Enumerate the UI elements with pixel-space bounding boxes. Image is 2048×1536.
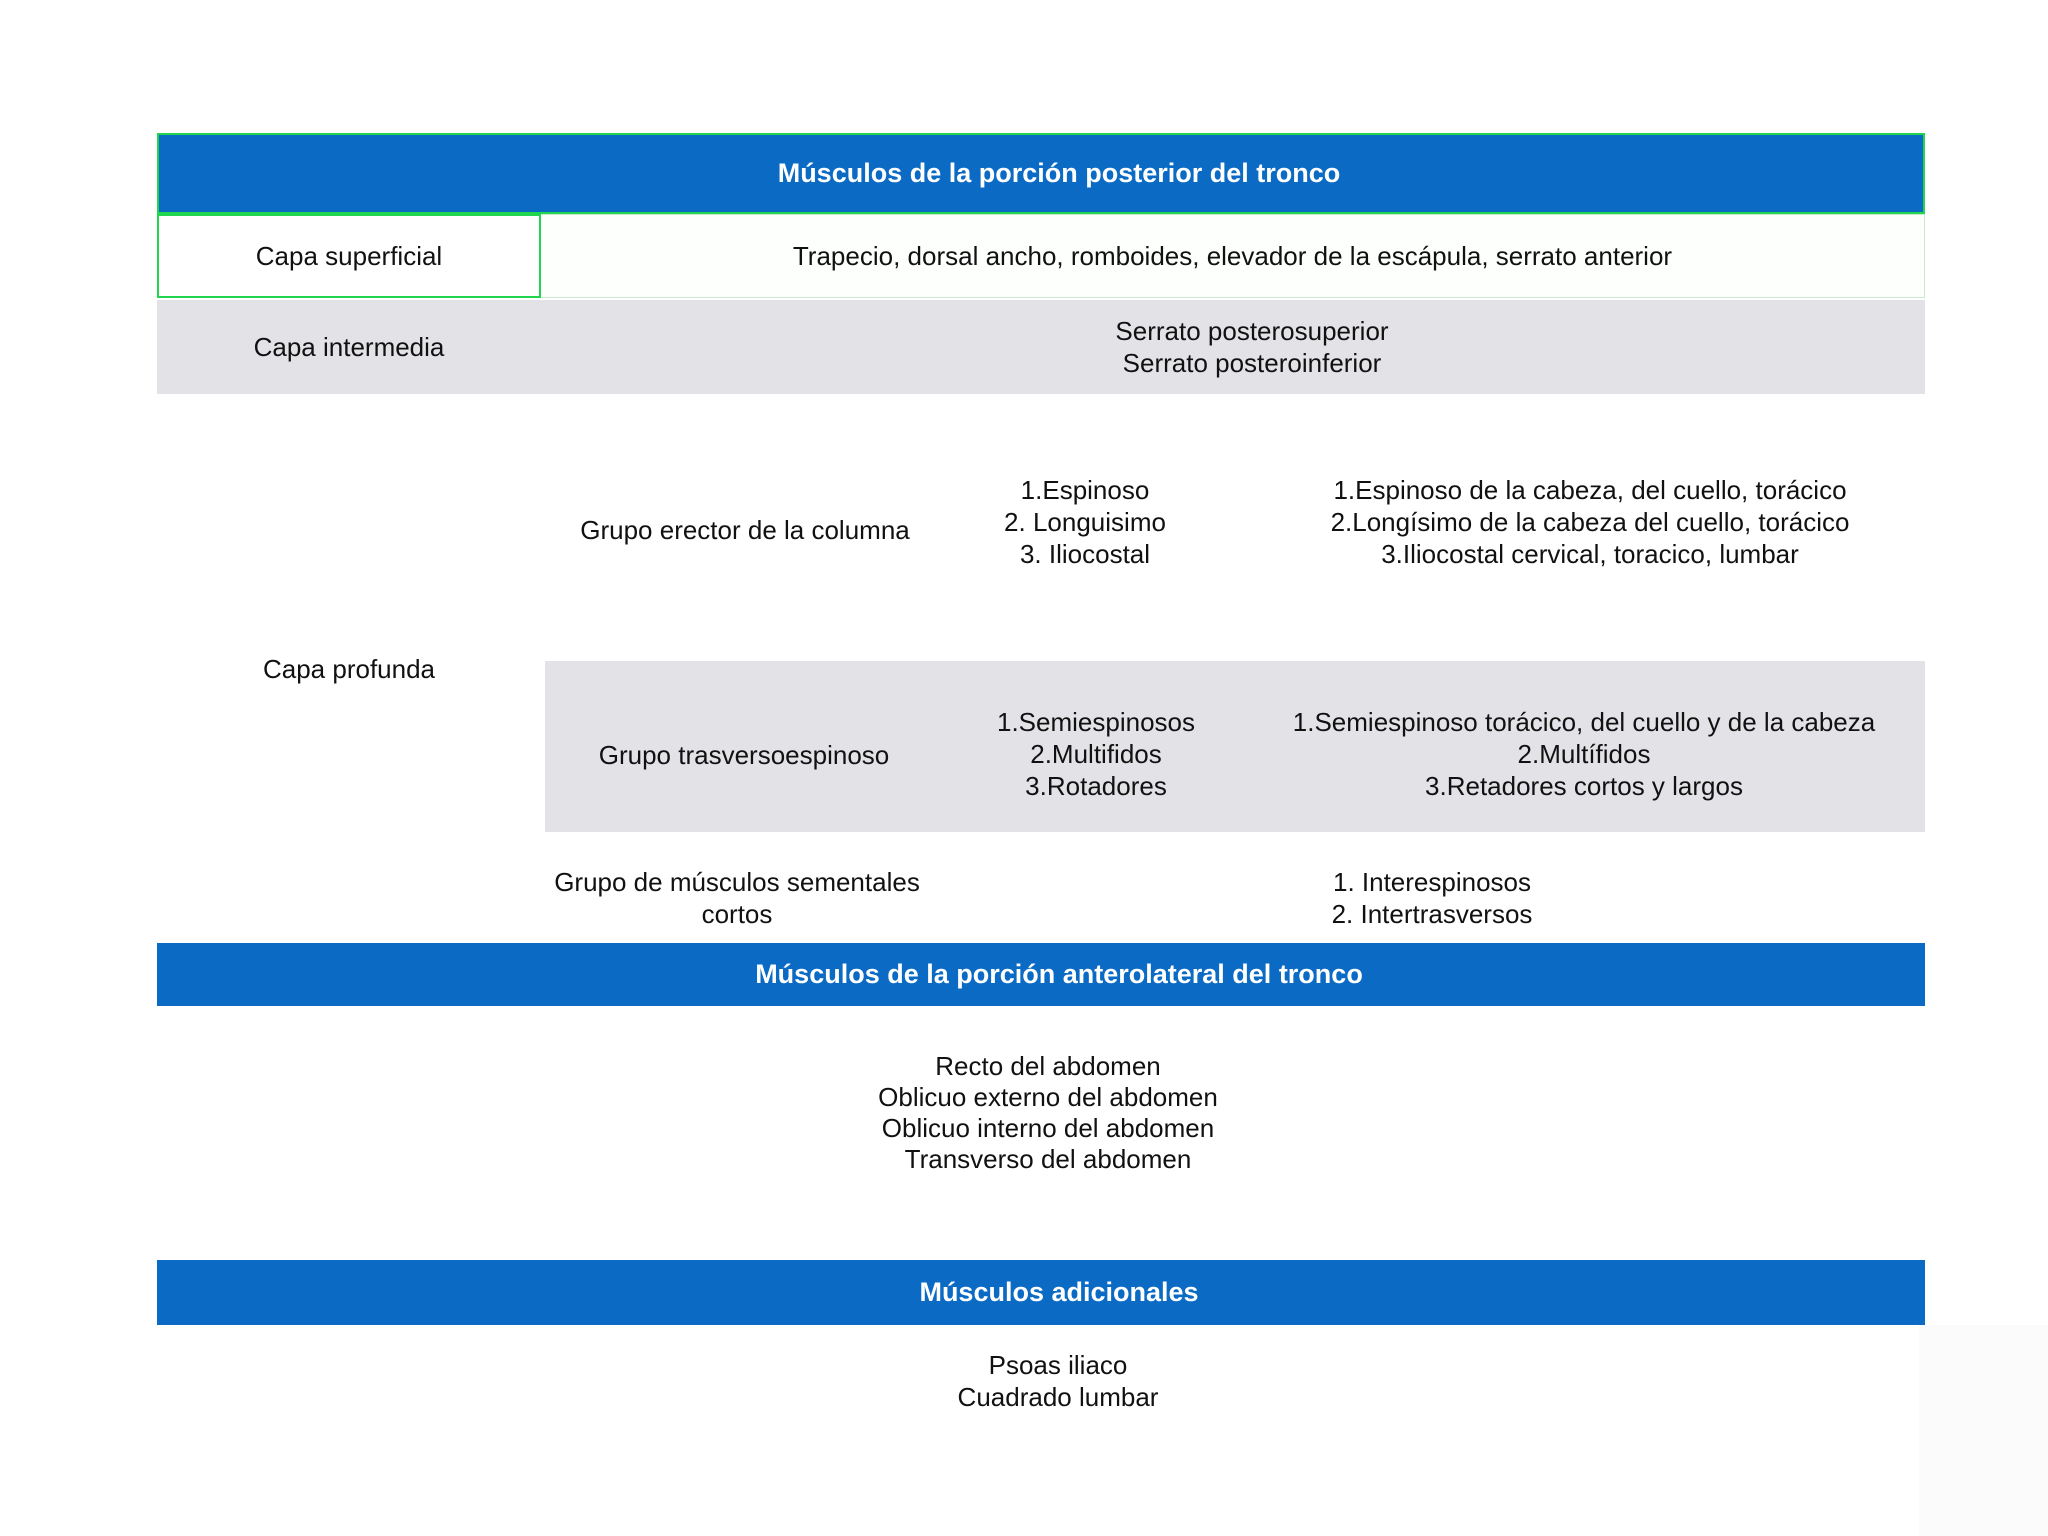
muscle-line: 3.Rotadores: [1025, 771, 1167, 801]
section-capa-profunda: Grupo erector de la columna 1.Espinoso 2…: [157, 394, 1925, 943]
erector-group-details: 1.Espinoso de la cabeza, del cuello, tor…: [1331, 474, 1850, 570]
muscle-line: 1. Interespinosos: [1332, 867, 1532, 897]
muscle-line: 1.Espinoso de la cabeza, del cuello, tor…: [1333, 475, 1847, 505]
capa-intermedia-muscles: Serrato posterosuperior Serrato posteroi…: [1115, 315, 1388, 379]
muscle-line: 3.Retadores cortos y largos: [1425, 771, 1743, 801]
muscle-line: 1.Semiespinosos: [997, 707, 1195, 737]
row-capa-intermedia: Capa intermedia Serrato posterosuperior …: [157, 300, 1925, 394]
muscle-line: 2. Longuisimo: [1004, 507, 1166, 537]
anterolateral-muscle-list: Recto del abdomen Oblicuo externo del ab…: [878, 1051, 1218, 1175]
section-title-posterior: Músculos de la porción posterior del tro…: [777, 158, 1341, 188]
trasverso-gray-band: [545, 661, 1925, 832]
capa-superficial-label: Capa superficial: [255, 240, 443, 271]
row-capa-superficial: Capa superficial Trapecio, dorsal ancho,…: [157, 214, 1925, 298]
page-edge-shading: [1919, 1325, 2048, 1536]
muscle-line: Oblicuo externo del abdomen: [878, 1082, 1218, 1112]
muscle-line: Psoas iliaco: [988, 1350, 1128, 1380]
section-header-adicionales: Músculos adicionales: [157, 1260, 1925, 1325]
cell-capa-superficial-label: Capa superficial: [157, 214, 541, 298]
capa-superficial-muscles: Trapecio, dorsal ancho, romboides, eleva…: [792, 240, 1673, 271]
section-title-adicionales: Músculos adicionales: [919, 1277, 1199, 1307]
trasverso-group-items: 1.Semiespinosos 2.Multifidos 3.Rotadores: [997, 706, 1195, 802]
group-name-line: Grupo de músculos sementales: [554, 867, 920, 897]
muscle-line: Oblicuo interno del abdomen: [881, 1113, 1215, 1143]
erector-group-name: Grupo erector de la columna: [580, 515, 910, 545]
muscle-line: 2.Multifidos: [1030, 739, 1162, 769]
muscle-line: Serrato posterosuperior: [1115, 316, 1389, 346]
sementales-group-name: Grupo de músculos sementales cortos: [554, 866, 920, 930]
sementales-group-details: 1. Interespinosos 2. Intertrasversos: [1332, 866, 1533, 930]
capa-intermedia-label: Capa intermedia: [253, 331, 445, 362]
muscle-line: 2. Intertrasversos: [1331, 899, 1533, 929]
cell-capa-superficial-content: Trapecio, dorsal ancho, romboides, eleva…: [541, 214, 1925, 298]
muscle-line: 3.Iliocostal cervical, toracico, lumbar: [1381, 539, 1799, 569]
muscle-table: Músculos de la porción posterior del tro…: [157, 133, 1925, 1443]
muscle-line: 2.Longísimo de la cabeza del cuello, tor…: [1330, 507, 1850, 537]
muscle-line: Cuadrado lumbar: [957, 1382, 1159, 1412]
muscle-line: 2.Multífidos: [1517, 739, 1651, 769]
adicionales-muscle-list: Psoas iliaco Cuadrado lumbar: [958, 1349, 1159, 1413]
trasverso-group-details: 1.Semiespinoso torácico, del cuello y de…: [1293, 706, 1875, 802]
section-header-anterolateral: Músculos de la porción anterolateral del…: [157, 943, 1925, 1006]
capa-profunda-label: Capa profunda: [262, 654, 436, 684]
section-header-posterior: Músculos de la porción posterior del tro…: [157, 133, 1925, 214]
trasverso-group-name: Grupo trasversoespinoso: [598, 740, 890, 770]
muscle-line: Serrato posteroinferior: [1122, 348, 1382, 378]
erector-group-items: 1.Espinoso 2. Longuisimo 3. Iliocostal: [1004, 474, 1166, 570]
muscle-line: 3. Iliocostal: [1019, 539, 1151, 569]
section-title-anterolateral: Músculos de la porción anterolateral del…: [755, 959, 1363, 989]
muscle-line: 1.Semiespinoso torácico, del cuello y de…: [1292, 707, 1876, 737]
group-name-line: cortos: [701, 899, 773, 929]
muscle-line: 1.Espinoso: [1020, 475, 1150, 505]
muscle-line: Transverso del abdomen: [904, 1144, 1192, 1174]
muscle-line: Recto del abdomen: [935, 1051, 1161, 1081]
